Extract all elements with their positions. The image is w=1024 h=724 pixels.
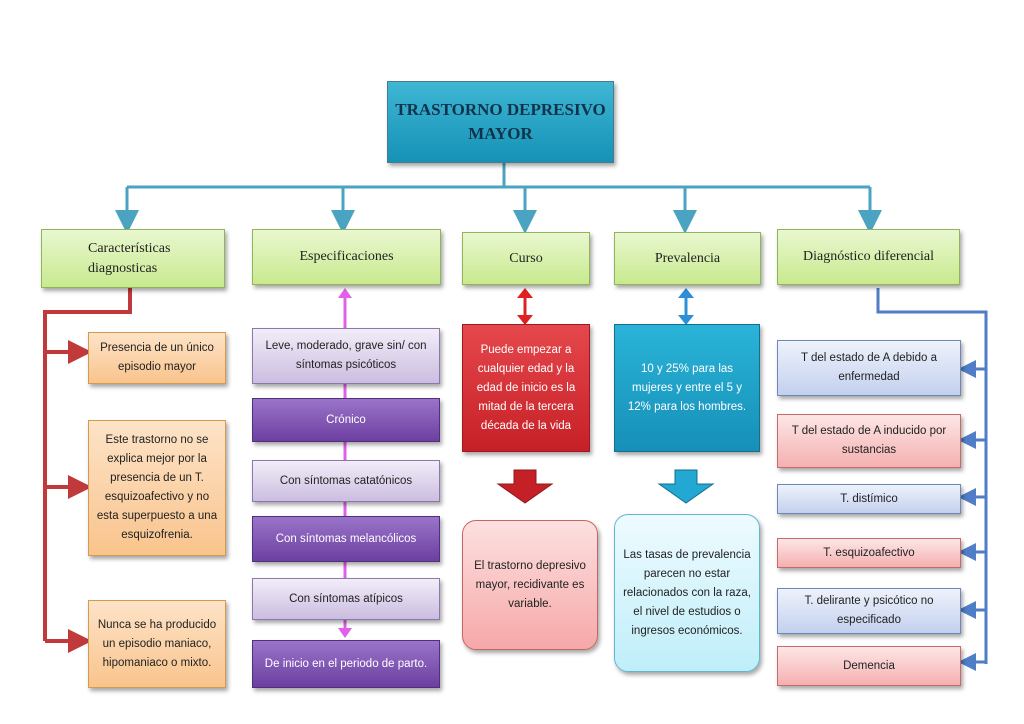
prevalencia-item: 10 y 25% para las mujeres y entre el 5 y… xyxy=(614,324,760,452)
especificaciones-item: Con síntomas catatónicos xyxy=(252,460,440,502)
category-prevalencia: Prevalencia xyxy=(614,232,761,285)
especificaciones-item: Con síntomas melancólicos xyxy=(252,516,440,562)
caracteristicas-item: Presencia de un único episodio mayor xyxy=(88,332,226,384)
caracteristicas-item: Este trastorno no se explica mejor por l… xyxy=(88,420,226,556)
especificaciones-item: De inicio en el periodo de parto. xyxy=(252,640,440,688)
diagnostico-item: T. distímico xyxy=(777,484,961,514)
caracteristicas-item: Nunca se ha producido un episodio maniac… xyxy=(88,600,226,688)
category-caracteristicas: Características diagnosticas xyxy=(41,229,225,288)
diagnostico-item: T. delirante y psicótico no especificado xyxy=(777,588,961,634)
curso-down-arrow xyxy=(496,469,554,504)
diagnostico-connector xyxy=(876,288,988,671)
diagnostico-item: T. esquizoafectivo xyxy=(777,538,961,568)
especificaciones-item: Crónico xyxy=(252,398,440,442)
especificaciones-item: Leve, moderado, grave sin/ con síntomas … xyxy=(252,328,440,384)
prevalencia-item: Las tasas de prevalencia parecen no esta… xyxy=(614,514,760,672)
category-especificaciones: Especificaciones xyxy=(252,229,441,285)
diagnostico-item: T del estado de A debido a enfermedad xyxy=(777,340,961,396)
prevalencia-arrow xyxy=(678,288,694,325)
diagram-title: TRASTORNO DEPRESIVO MAYOR xyxy=(387,81,614,163)
diagnostico-item: Demencia xyxy=(777,646,961,686)
top-tree-connector xyxy=(115,163,882,234)
category-curso: Curso xyxy=(462,232,590,285)
prevalencia-down-arrow xyxy=(657,469,715,504)
diagnostico-item: T del estado de A inducido por sustancia… xyxy=(777,414,961,468)
curso-item: Puede empezar a cualquier edad y la edad… xyxy=(462,324,590,452)
especificaciones-item: Con síntomas atípicos xyxy=(252,578,440,620)
curso-item: El trastorno depresivo mayor, recidivant… xyxy=(462,520,598,650)
caracteristicas-connector xyxy=(43,288,132,653)
category-diagnostico: Diagnóstico diferencial xyxy=(777,229,960,285)
curso-arrow xyxy=(517,288,533,325)
